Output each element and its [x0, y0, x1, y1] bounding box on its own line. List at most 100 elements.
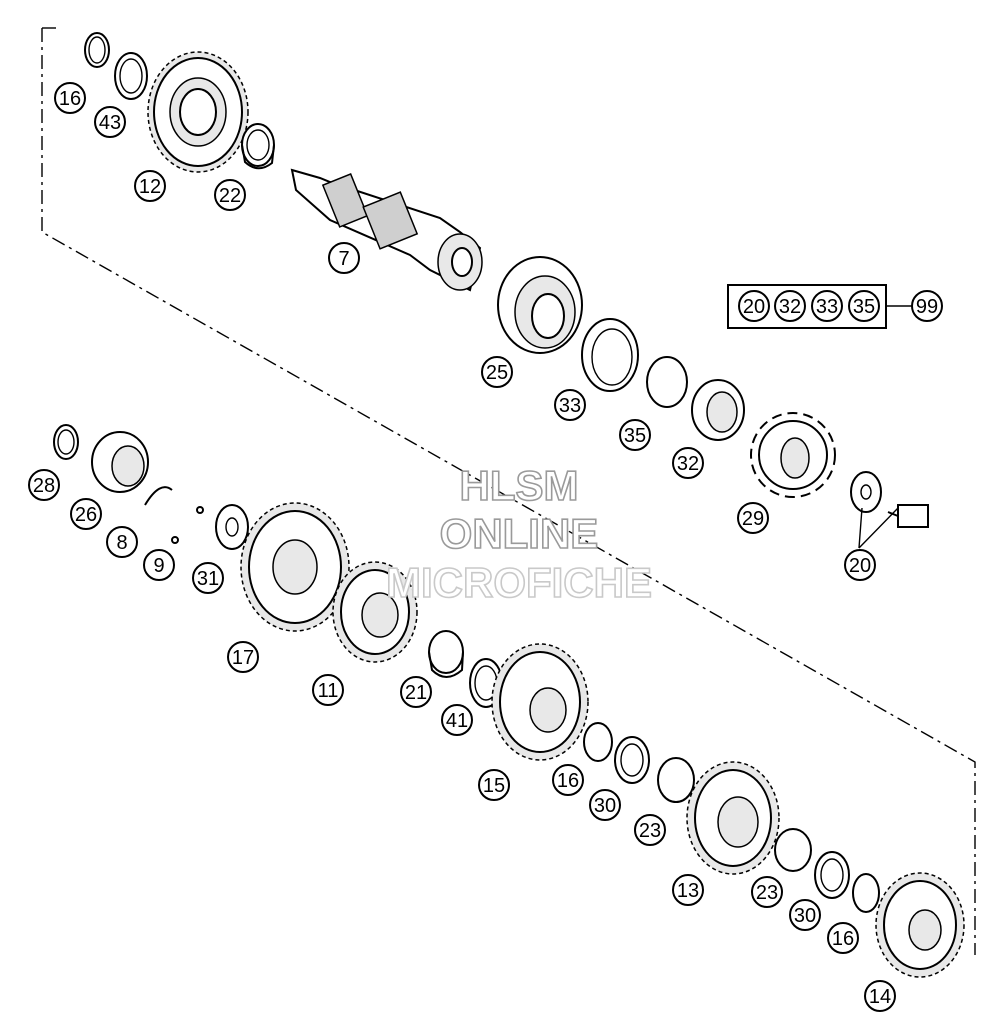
washer-30-mid [614, 736, 650, 784]
callout-circle [227, 641, 259, 673]
bushing-22 [241, 123, 275, 170]
callout-circle [634, 814, 666, 846]
callout-number: 25 [486, 362, 508, 384]
clip-8 [144, 486, 173, 506]
callout-circle [441, 704, 473, 736]
callout-16: 16 [827, 922, 859, 954]
dashed-outline [41, 27, 976, 955]
callout-circle [844, 549, 876, 581]
callout-circle [312, 674, 344, 706]
watermark-line2: ONLINE [440, 510, 599, 557]
bushing-23-low [774, 828, 812, 872]
gear-11 [332, 561, 418, 663]
callout-26: 26 [70, 498, 102, 530]
callout-circle [751, 876, 783, 908]
callout-circle [864, 980, 896, 1012]
snap-ring-28 [53, 424, 79, 460]
callout-number: 16 [59, 88, 81, 110]
callout-number: 26 [75, 504, 97, 526]
kit-member-35: 35 [848, 290, 880, 322]
callout-number: 22 [219, 185, 241, 207]
callout-circle [552, 764, 584, 796]
callout-21: 21 [400, 676, 432, 708]
callout-29: 29 [737, 502, 769, 534]
callout-circle [134, 170, 166, 202]
kit-member-20: 20 [738, 290, 770, 322]
callout-number: 12 [139, 176, 161, 198]
callout-number: 21 [405, 682, 427, 704]
callout-circle [619, 419, 651, 451]
callout-28: 28 [28, 469, 60, 501]
gear-13 [686, 761, 780, 875]
washer-43 [114, 52, 148, 100]
callout-number: 17 [232, 647, 254, 669]
callout-circle [94, 106, 126, 138]
sprocket-29 [750, 412, 836, 498]
snap-ring-16-mid [583, 722, 613, 762]
kit-member-33: 33 [811, 290, 843, 322]
callout-circle [478, 769, 510, 801]
bearing-26 [91, 431, 149, 493]
snap-ring-16-low [852, 873, 880, 913]
callout-14: 14 [864, 980, 896, 1012]
callout-16: 16 [552, 764, 584, 796]
callout-22: 22 [214, 179, 246, 211]
callout-20: 20 [844, 549, 876, 581]
kit-member-32: 32 [774, 290, 806, 322]
callout-circle [589, 789, 621, 821]
washer-30-low [814, 851, 850, 899]
callout-number: 35 [624, 425, 646, 447]
bushing-21 [428, 630, 464, 678]
callout-9: 9 [143, 549, 175, 581]
callout-17: 17 [227, 641, 259, 673]
callout-number: 99 [916, 296, 938, 318]
spacer-32 [691, 379, 745, 441]
callout-number: 7 [338, 248, 349, 270]
callout-43: 43 [94, 106, 126, 138]
gear-15 [491, 643, 589, 761]
screw-9 [171, 506, 204, 544]
callout-25: 25 [481, 356, 513, 388]
washer-20 [850, 471, 882, 513]
callout-circle [848, 290, 880, 322]
bolt-20 [887, 504, 929, 528]
callout-number: 43 [99, 112, 121, 134]
callout-number: 41 [446, 710, 468, 732]
callout-15: 15 [478, 769, 510, 801]
callout-number: 15 [483, 775, 505, 797]
callout-circle [106, 526, 138, 558]
callout-number: 16 [557, 770, 579, 792]
callout-35: 35 [619, 419, 651, 451]
watermark-line3: MICROFICHE [386, 559, 652, 606]
washer-31 [215, 504, 249, 550]
callout-number: 30 [794, 905, 816, 927]
callout-32: 32 [672, 447, 704, 479]
callout-23: 23 [634, 814, 666, 846]
callout-number: 31 [197, 568, 219, 590]
seal-33 [581, 318, 639, 392]
callout-number: 33 [559, 395, 581, 417]
watermark: HLSM ONLINE MICROFICHE [385, 461, 653, 607]
callout-number: 32 [779, 296, 801, 318]
o-ring-35 [646, 356, 688, 408]
main-shaft-7 [290, 168, 483, 292]
callout-7: 7 [328, 242, 360, 274]
gear-14 [875, 872, 965, 978]
callout-circle [143, 549, 175, 581]
callout-number: 23 [756, 882, 778, 904]
callout-circle [192, 562, 224, 594]
callout-13: 13 [672, 874, 704, 906]
callout-number: 11 [318, 680, 339, 702]
callout-23: 23 [751, 876, 783, 908]
callout-31: 31 [192, 562, 224, 594]
callout-circle [774, 290, 806, 322]
leader-line-20 [858, 507, 899, 549]
gear-12 [147, 51, 249, 173]
callout-circle [672, 874, 704, 906]
snap-ring-16-top [84, 32, 110, 68]
callout-circle [28, 469, 60, 501]
callout-circle [811, 290, 843, 322]
bushing-23-mid [657, 757, 695, 803]
watermark-line1: HLSM [460, 462, 579, 509]
callout-circle [214, 179, 246, 211]
